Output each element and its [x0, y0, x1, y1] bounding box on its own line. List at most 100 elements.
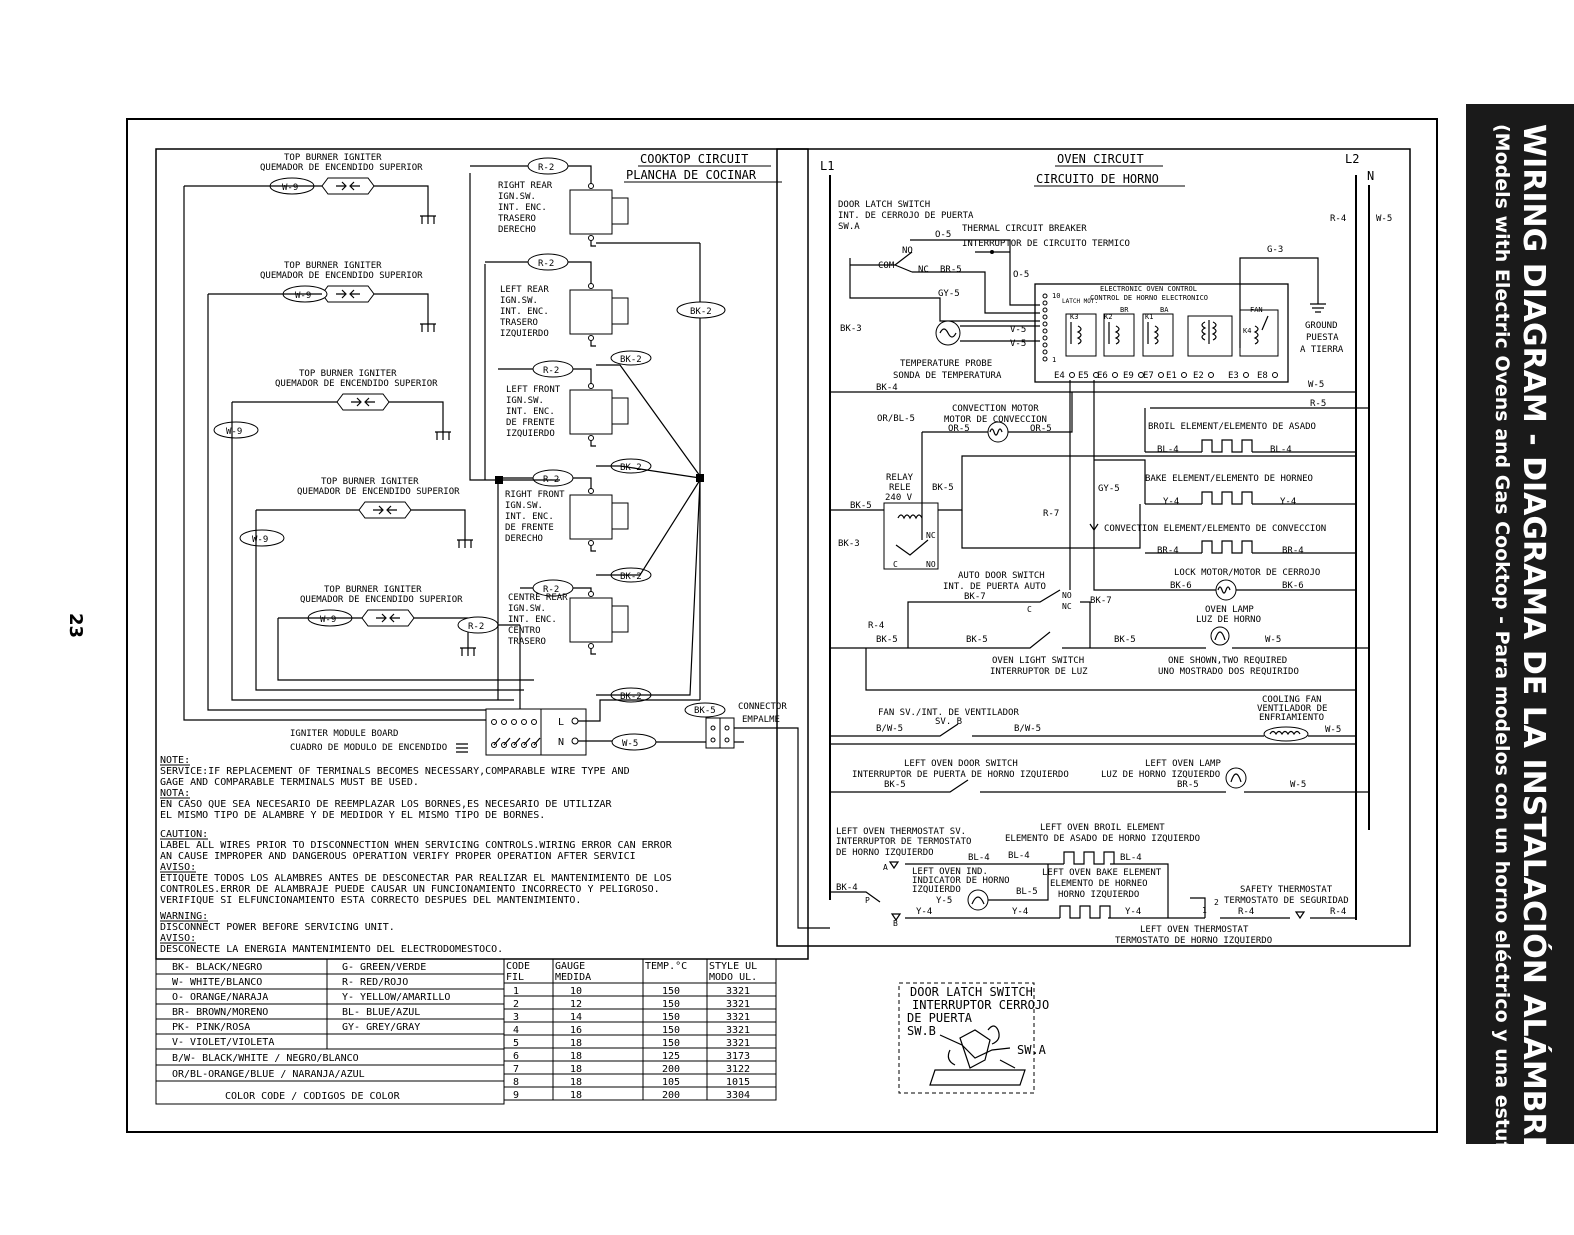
note-line: SERVICE:IF REPLACEMENT OF TERMINALS BECO…: [160, 766, 630, 777]
igniter-group: TOP BURNER IGNITER QUEMADOR DE ENCENDIDO …: [183, 153, 534, 721]
igniter-label-es: QUEMADOR DE ENCENDIDO SUPERIOR: [275, 379, 438, 389]
wire-tag: [527, 253, 569, 271]
svg-text:BR-5: BR-5: [940, 265, 962, 275]
control-relay: [1103, 313, 1135, 357]
bake-element-label: BAKE ELEMENT/ELEMENTO DE HORNEO: [1145, 474, 1313, 484]
svg-text:BK-7: BK-7: [1090, 596, 1112, 606]
svg-text:LEFT OVEN LAMP: LEFT OVEN LAMP: [1145, 759, 1221, 769]
left-oven-lamp: [1225, 767, 1247, 789]
junction: [696, 474, 704, 482]
table-cell: 10: [570, 986, 582, 997]
table-cell: 150: [662, 1012, 680, 1023]
svg-text:RELE: RELE: [889, 483, 911, 493]
svg-text:LUZ DE HORNO IZQUIERDO: LUZ DE HORNO IZQUIERDO: [1101, 770, 1220, 780]
svg-text:LUZ DE HORNO: LUZ DE HORNO: [1196, 615, 1261, 625]
wire-tag: [532, 360, 574, 378]
svg-text:BK-3: BK-3: [840, 324, 862, 334]
broil-element-label: BROIL ELEMENT/ELEMENTO DE ASADO: [1148, 422, 1316, 432]
svg-text:BK-4: BK-4: [876, 383, 898, 393]
breaker-label: THERMAL CIRCUIT BREAKER: [962, 224, 1087, 234]
table-cell: 8: [513, 1077, 519, 1088]
svg-text:BL-4: BL-4: [1120, 853, 1142, 863]
color-code-entry: R- RED/ROJO: [342, 977, 408, 988]
switch-label: INT. ENC.: [506, 407, 555, 417]
svg-text:BK-5: BK-5: [884, 780, 906, 790]
table-cell: 12: [570, 999, 582, 1010]
svg-text:LEFT OVEN IND.: LEFT OVEN IND.: [912, 867, 988, 877]
svg-text:LEFT OVEN BAKE ELEMENT: LEFT OVEN BAKE ELEMENT: [1042, 868, 1162, 878]
junction: [495, 476, 503, 484]
svg-text:BR: BR: [1120, 306, 1129, 314]
color-code-entry: GY- GREY/GRAY: [342, 1022, 420, 1033]
table-header: MEDIDA: [555, 972, 591, 983]
svg-text:INTERRUPTOR DE TERMOSTATO: INTERRUPTOR DE TERMOSTATO: [836, 837, 971, 847]
color-code-entry: Y- YELLOW/AMARILLO: [342, 992, 450, 1003]
svg-text:R-7: R-7: [1043, 509, 1059, 519]
svg-text:INT. DE PUERTA AUTO: INT. DE PUERTA AUTO: [943, 582, 1046, 592]
svg-text:TEMPERATURE PROBE: TEMPERATURE PROBE: [900, 359, 992, 369]
svg-text:CONVECTION MOTOR: CONVECTION MOTOR: [952, 404, 1039, 414]
table-cell: 18: [570, 1064, 582, 1075]
color-code-entry: G- GREEN/VERDE: [342, 962, 426, 973]
svg-text:BK-6: BK-6: [1170, 581, 1192, 591]
switch-label: DERECHO: [498, 225, 536, 235]
door-latch-label: DOOR LATCH SWITCH: [838, 200, 930, 210]
table-cell: 18: [570, 1077, 582, 1088]
oven-title: OVEN CIRCUIT: [1057, 152, 1144, 166]
table-cell: 150: [662, 999, 680, 1010]
wire-tag: [213, 421, 259, 439]
svg-text:DOOR LATCH SWITCH: DOOR LATCH SWITCH: [910, 985, 1033, 999]
wire-label: W-5: [622, 739, 638, 749]
table-cell: 1: [513, 986, 519, 997]
color-code-entry: W- WHITE/BLANCO: [172, 977, 262, 988]
wire-label: BK-2: [620, 572, 642, 582]
switch-label: IGN.SW.: [498, 192, 536, 202]
igniter-label: TOP BURNER IGNITER: [324, 585, 422, 595]
color-code-entry: O- ORANGE/NARAJA: [172, 992, 268, 1003]
left-broil-element: [1059, 851, 1115, 919]
service-notes: NOTE:SERVICE:IF REPLACEMENT OF TERMINALS…: [160, 755, 673, 955]
svg-text:OR/BL-5: OR/BL-5: [877, 414, 915, 424]
svg-text:SAFETY THERMOSTAT: SAFETY THERMOSTAT: [1240, 885, 1333, 895]
igniter-label: TOP BURNER IGNITER: [284, 261, 382, 271]
wire-label: BK-2: [620, 355, 642, 365]
terminal-label: E5: [1078, 371, 1089, 381]
table-cell: 18: [570, 1051, 582, 1062]
svg-text:INTERRUPTOR DE PUERTA DE HORNO: INTERRUPTOR DE PUERTA DE HORNO IZQUIERDO: [852, 770, 1069, 780]
terminal-label: E3: [1228, 371, 1239, 381]
table-cell: 5: [513, 1038, 519, 1049]
svg-text:NC: NC: [918, 265, 929, 275]
table-cell: 3321: [726, 986, 750, 997]
switch-label: IGN.SW.: [506, 396, 544, 406]
table-cell: 3321: [726, 1038, 750, 1049]
svg-text:Y-4: Y-4: [1012, 907, 1028, 917]
table-cell: 200: [662, 1064, 680, 1075]
note-line: EN CASO QUE SEA NECESARIO DE REEMPLAZAR …: [160, 799, 613, 810]
svg-text:NO: NO: [902, 246, 913, 256]
svg-text:NC: NC: [1062, 602, 1072, 611]
switch-label: CENTRO: [508, 626, 541, 636]
svg-text:P: P: [865, 896, 870, 905]
svg-text:R-4: R-4: [868, 621, 884, 631]
svg-text:Y-4: Y-4: [1125, 907, 1141, 917]
note-line: AVISO:: [160, 862, 196, 873]
svg-text:OR-5: OR-5: [948, 424, 970, 434]
svg-text:BK-5: BK-5: [1114, 635, 1136, 645]
wire-label: BL-4: [1270, 445, 1292, 455]
svg-text:OVEN LIGHT SWITCH: OVEN LIGHT SWITCH: [992, 656, 1084, 666]
color-code-entry: BL- BLUE/AZUL: [342, 1007, 420, 1018]
svg-text:A TIERRA: A TIERRA: [1300, 345, 1344, 355]
svg-text:INTERRUPTOR DE CIRCUITO TERMIC: INTERRUPTOR DE CIRCUITO TERMICO: [962, 239, 1130, 249]
table-cell: 3173: [726, 1051, 750, 1062]
svg-text:W-5: W-5: [1376, 214, 1392, 224]
switch-label: DE FRENTE: [505, 523, 554, 533]
svg-text:BK-7: BK-7: [964, 592, 986, 602]
svg-text:DE HORNO IZQUIERDO: DE HORNO IZQUIERDO: [836, 848, 934, 858]
svg-text:ELEMENTO DE HORNEO: ELEMENTO DE HORNEO: [1050, 879, 1148, 889]
